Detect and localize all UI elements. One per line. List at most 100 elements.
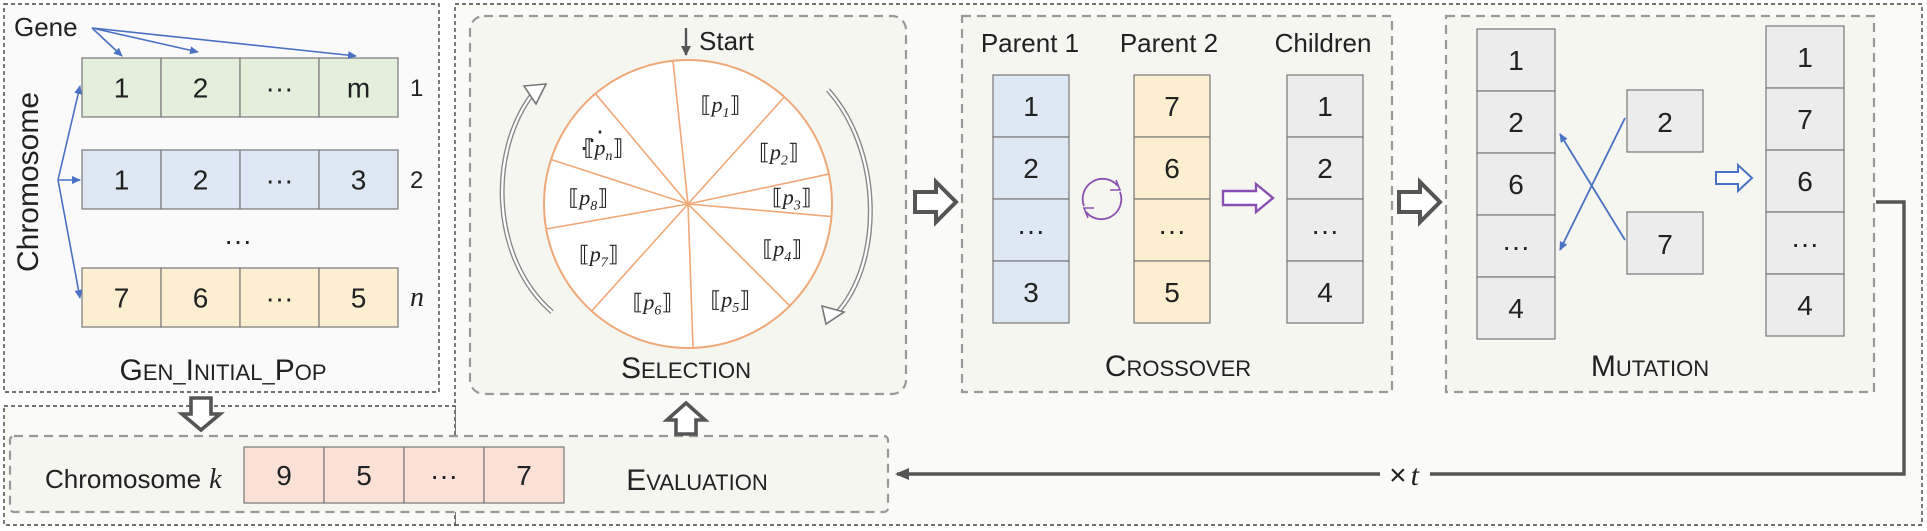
mutation-before-gene-value: 6 <box>1508 169 1524 200</box>
wheel-ellipsis: ⋰ <box>580 127 604 154</box>
mutation-after-gene-value: 7 <box>1797 104 1813 135</box>
chromosome-label: Chromosome <box>12 92 45 272</box>
swap-gene-top-value: 2 <box>1657 107 1673 138</box>
selection-wheel: ⟦p1⟧⟦p2⟧⟦p3⟧⟦p4⟧⟦p5⟧⟦p6⟧⟦p7⟧⟦p8⟧⟦pn⟧ <box>543 59 833 349</box>
gene-cell <box>239 57 320 118</box>
arrow-init-to-eval <box>177 396 225 433</box>
wheel-divider <box>594 93 689 205</box>
gene-cell <box>81 57 162 118</box>
mutation-before-gene <box>1476 276 1556 340</box>
chromosome-arrows <box>57 85 83 299</box>
wheel-divider <box>687 173 830 205</box>
eval-gene-value: ··· <box>430 460 458 491</box>
mutation-swap-arrows <box>1559 117 1626 251</box>
mutation-after-gene-value: ··· <box>1791 228 1819 259</box>
swap-gene-bottom <box>1626 211 1704 275</box>
slice-label: ⟦p8⟧ <box>568 185 608 214</box>
wheel-divider <box>546 203 689 230</box>
eval-gene-value: 9 <box>276 460 292 491</box>
parent1-gene <box>992 260 1070 324</box>
child-gene-value: ··· <box>1311 215 1339 246</box>
wheel-divider <box>687 203 694 348</box>
parent2-gene-value: 6 <box>1164 153 1180 184</box>
evaluation-title: EVALUATION <box>626 464 767 497</box>
gene-cell-value: 7 <box>114 282 130 313</box>
mutation-before-gene <box>1476 90 1556 154</box>
init-pop-title: GEN_INITIAL_POP <box>120 354 327 387</box>
rotate-arrow-left-inner <box>501 91 553 313</box>
parent1-gene-value: 1 <box>1023 91 1039 122</box>
gene-cell <box>160 267 241 328</box>
parent1-gene <box>992 198 1070 262</box>
gene-cell <box>239 149 320 210</box>
child-gene-value: 2 <box>1317 153 1333 184</box>
rotate-arrow-right-head <box>820 304 846 326</box>
gene-cell-value: 2 <box>193 164 209 195</box>
mutation-before-gene-value: 4 <box>1508 293 1524 324</box>
gene-arrows <box>91 27 357 60</box>
gene-cell-value: m <box>347 72 370 103</box>
row-index: 2 <box>410 167 423 194</box>
gene-cell-value: ··· <box>266 282 294 313</box>
wheel-divider <box>550 158 689 205</box>
mutation-before-gene-value: 2 <box>1508 107 1524 138</box>
child-gene <box>1286 198 1364 262</box>
parent1-gene-value: 3 <box>1023 277 1039 308</box>
wheel-divider <box>672 60 689 205</box>
parent2-label: Parent 2 <box>1120 28 1218 58</box>
row-index: 1 <box>410 75 423 102</box>
slice-label: ⟦p6⟧ <box>633 290 673 319</box>
row-index: n <box>410 282 424 313</box>
parent2-gene-value: 7 <box>1164 91 1180 122</box>
mutation-after-gene <box>1765 149 1845 213</box>
mutation-before-gene-value: ··· <box>1502 231 1530 262</box>
slice-label: ⟦p5⟧ <box>710 287 750 316</box>
slice-label: ⟦p1⟧ <box>701 92 741 121</box>
gene-cell <box>81 267 162 328</box>
slice-label: ⟦p7⟧ <box>579 241 619 270</box>
gene-cell-value: 5 <box>351 282 367 313</box>
gene-cell <box>318 267 399 328</box>
gene-cell-value: 6 <box>193 282 209 313</box>
arrow-eval-to-selection <box>662 400 710 436</box>
mutation-after-gene-value: 4 <box>1797 290 1813 321</box>
loop-label-bg <box>1380 456 1430 490</box>
children-label: Children <box>1275 28 1372 58</box>
gene-cell-value: 2 <box>193 72 209 103</box>
gene-label: Gene <box>14 12 78 42</box>
gene-cell-value: ··· <box>266 164 294 195</box>
mutation-after-gene <box>1765 211 1845 275</box>
rotate-arrow-right-inner <box>827 89 872 315</box>
eval-gene-value: 7 <box>516 460 532 491</box>
gene-cell-value: 1 <box>114 164 130 195</box>
gene-cell-value: ··· <box>266 72 294 103</box>
arrow-to-mutation <box>1397 177 1443 227</box>
mutation-before-gene <box>1476 214 1556 278</box>
arrow-to-crossover <box>913 177 959 227</box>
start-label: Start <box>699 26 755 56</box>
slice-label: ⟦p4⟧ <box>762 236 802 265</box>
mutation-before-gene <box>1476 28 1556 92</box>
eval-gene <box>243 446 325 504</box>
selection-title: SELECTION <box>621 352 751 385</box>
rows-ellipsis: ··· <box>224 225 252 256</box>
parent2-gene-value: ··· <box>1158 215 1186 246</box>
gene-cell <box>160 57 241 118</box>
mutation-after-gene <box>1765 273 1845 337</box>
crossover-title: CROSSOVER <box>1105 350 1251 383</box>
parent2-gene <box>1133 74 1211 138</box>
gene-cell-value: 3 <box>351 164 367 195</box>
swap-gene-top <box>1626 89 1704 153</box>
gene-cell <box>318 149 399 210</box>
child-gene <box>1286 260 1364 324</box>
mutation-after-gene-value: 1 <box>1797 42 1813 73</box>
eval-gene <box>403 446 485 504</box>
arrow-to-children <box>1221 181 1275 215</box>
child-gene <box>1286 74 1364 138</box>
loop-label: ×t <box>1389 459 1420 492</box>
eval-gene <box>483 446 565 504</box>
